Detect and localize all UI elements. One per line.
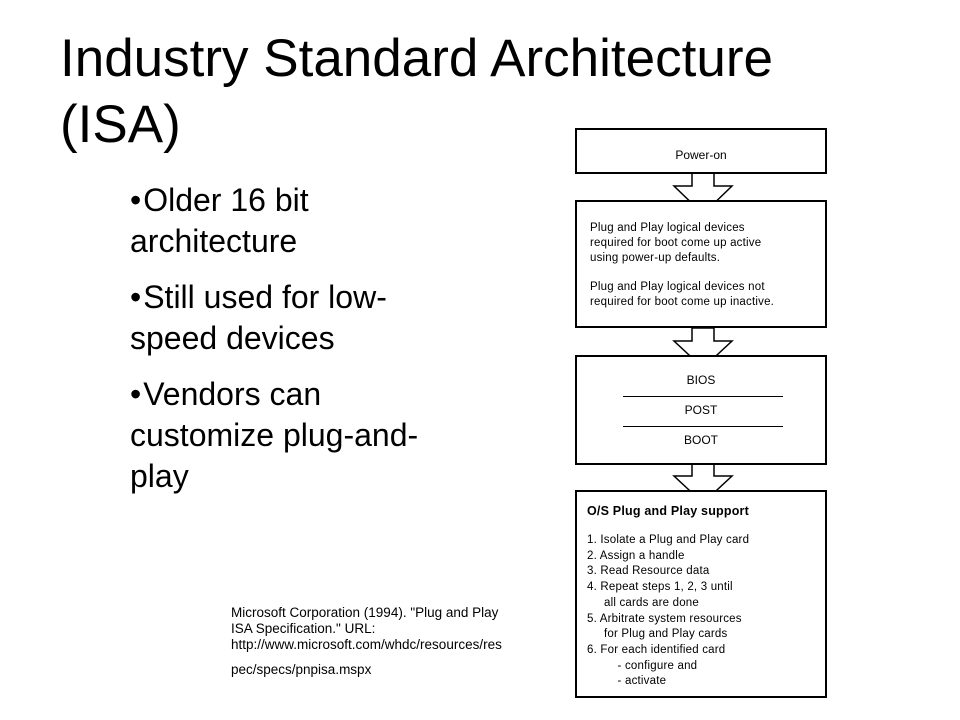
arrow-down-icon <box>672 462 734 505</box>
step-item: 1. Isolate a Plug and Play card <box>587 534 750 546</box>
citation-line: Microsoft Corporation (1994). "Plug and … <box>231 605 499 620</box>
step-item: 6. For each identified card <box>587 643 726 656</box>
bios-label: BIOS <box>686 373 716 387</box>
box-line: Plug and Play logical devices <box>590 222 745 234</box>
bullet-marker: • <box>130 376 142 412</box>
divider <box>623 426 783 427</box>
citation-line: ISA Specification." URL: <box>231 621 376 636</box>
arrow-down-icon <box>672 327 734 370</box>
title-line-2: (ISA) <box>60 95 181 154</box>
step-item: 4. Repeat steps 1, 2, 3 until <box>587 581 733 594</box>
bullet-marker: • <box>130 182 142 218</box>
step-item: 2. Assign a handle <box>587 549 685 562</box>
logical-devices-box: Plug and Play logical devices required f… <box>575 200 827 328</box>
power-on-label: Power-on <box>675 148 727 162</box>
divider <box>623 396 783 397</box>
citation-url: http://www.microsoft.com/whdc/resources/… <box>231 637 502 652</box>
step-item: for Plug and Play cards <box>587 628 728 641</box>
box-line: Plug and Play logical devices not <box>590 281 765 293</box>
title-line-1: Industry Standard Architecture <box>60 29 773 88</box>
os-support-box: O/S Plug and Play support 1. Isolate a P… <box>575 490 827 698</box>
bullet-line: Vendors can <box>143 376 322 412</box>
box-line: using power-up defaults. <box>590 252 721 264</box>
step-item: - configure and <box>587 659 698 672</box>
step-item: 5. Arbitrate system resources <box>587 612 742 625</box>
slide-title: Industry Standard Architecture (ISA) <box>60 26 880 158</box>
box-line: required for boot come up active <box>590 237 762 249</box>
os-support-title: O/S Plug and Play support <box>587 504 749 518</box>
citation: Microsoft Corporation (1994). "Plug and … <box>231 605 571 678</box>
bullet-line: play <box>130 458 189 494</box>
bullet-line: speed devices <box>130 320 335 356</box>
bullet-list: •Older 16 bit architecture •Still used f… <box>130 180 530 512</box>
bullet-line: Older 16 bit <box>143 182 309 218</box>
step-item: all cards are done <box>587 596 699 609</box>
bullet-marker: • <box>130 279 142 315</box>
box-line: required for boot come up inactive. <box>590 296 775 308</box>
logical-devices-text: Plug and Play logical devices required f… <box>590 221 774 310</box>
firmware-box: BIOS POST BOOT <box>575 355 827 465</box>
power-on-box: Power-on <box>575 128 827 174</box>
bullet-line: Still used for low- <box>143 279 387 315</box>
bullet-line: customize plug-and- <box>130 417 419 453</box>
step-item: - activate <box>587 675 667 688</box>
bullet-line: architecture <box>130 223 298 259</box>
citation-url: pec/specs/pnpisa.mspx <box>231 662 372 677</box>
bullet-item: •Older 16 bit architecture <box>130 180 530 262</box>
boot-label: BOOT <box>683 433 718 447</box>
step-item: 3. Read Resource data <box>587 565 710 578</box>
post-label: POST <box>684 403 718 417</box>
bullet-item: •Vendors can customize plug-and- play <box>130 374 530 497</box>
os-support-steps: 1. Isolate a Plug and Play card 2. Assig… <box>587 533 749 690</box>
bullet-item: •Still used for low- speed devices <box>130 277 530 359</box>
